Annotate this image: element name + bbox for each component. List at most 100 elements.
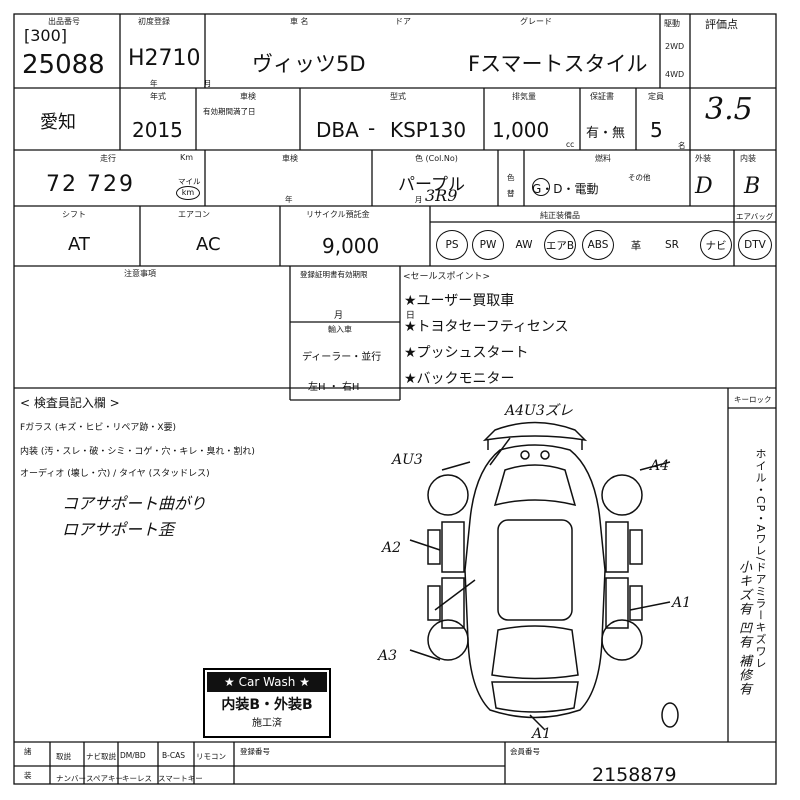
inspection2-unit: 年 月 [285,195,483,204]
caution-label: 注意事項 [124,269,156,278]
model-code: KSP130 [390,118,467,142]
mileage-unit-circled: km [176,186,200,200]
capacity-label: 定員 [648,92,664,101]
sales-label: <セールスポイント> [403,272,491,282]
equip-airbag: エアB [544,230,576,260]
interior-line: 内装 (汚・スレ・破・シミ・コゲ・穴・キレ・臭れ・割れ) [20,447,255,457]
mark-au3: AU3 [392,452,423,468]
drive-4wd: 4WD [665,70,685,79]
recycle-value: 9,000 [322,234,380,258]
car-wash-stamp: ★ Car Wash ★ 内装B・外装B 施工済 [203,668,331,738]
equip-aw: AW [515,239,533,251]
car-name-label: 車 名 [290,17,309,26]
fuel-label: 燃料 [595,154,611,163]
displacement-unit: cc [566,140,575,149]
warranty-label: 保証書 [590,92,614,101]
color-value: パープル [398,175,465,195]
audio-line: オーディオ (壊し・穴) / タイヤ (スタッドレス) [20,469,210,479]
reg-cert-unit: 月 日 [334,311,445,321]
model-prefix: DBA [316,118,359,142]
model-label: 型式 [390,92,406,101]
equip-pw: PW [472,230,504,260]
shift-label: シフト [62,210,86,219]
inspection-label: 車検 [240,92,256,101]
inspection2-label: 車検 [282,154,298,163]
color-change-1: 色 [507,173,515,182]
warranty-value: 有・無 [586,126,626,141]
year-label: 年式 [150,92,166,101]
lot-bracket: [300] [24,26,68,45]
equip-dtv: DTV [738,230,772,260]
grade-value: Fスマートスタイル [468,52,648,76]
drive-label: 駆動 [664,19,680,28]
fuel-other: その他 [628,173,651,182]
remark-1: コアサポート曲がり [62,494,207,513]
drive-2wd: 2WD [665,42,685,51]
mileage-value: 72 729 [46,172,135,197]
fuel-g-circle [532,178,550,196]
shift-value: AT [68,234,90,255]
interior-grade: B [744,174,761,199]
sales-point-1: ★ユーザー買取車 [404,293,515,309]
mileage-unit-label: Km [180,153,194,162]
footer-item-2: スペアキー [86,774,123,783]
displacement-label: 排気量 [512,92,536,101]
member-label: 会員番号 [510,747,540,756]
footer-label-1: 諸 [24,747,32,756]
stamp-line-2: 内装B・外装B [221,697,313,713]
equip-ps: PS [436,230,468,260]
footer-doc-3: DM/BD [120,751,146,760]
first-reg-unit: 年 月 [150,79,234,88]
year-value: 2015 [132,118,183,142]
region: 愛知 [40,112,76,133]
footer-doc-4: B-CAS [162,751,185,760]
color-label: 色 (Col.No) [415,154,458,163]
side-damage-hand: 小キズ有 凹有 補修有 [736,560,751,697]
lot-number: 25088 [22,50,105,80]
recycle-label: リサイクル預託金 [306,210,370,219]
side-damage-text: ホイル・CP・Aワレ/ドアミラーキズワレ [754,448,767,670]
import-dealer: ディーラー・並行 [302,352,382,363]
car-diagram [409,421,679,731]
capacity-value: 5 [650,118,663,142]
displacement-value: 1,000 [492,118,550,142]
mark-a4: A4 [650,458,670,474]
mileage-mile: マイル [178,177,201,186]
car-name: ヴィッツ5D [252,52,366,76]
inspection-sub: 有効期間満了日 [203,107,256,116]
grade-label: グレード [520,17,552,26]
first-reg-label: 初度登録 [138,17,170,26]
equip-navi: ナビ [700,230,732,260]
stamp-line-1: ★ Car Wash ★ [207,672,327,692]
first-reg-value: H2710 [128,46,201,71]
equipment-label: 純正装備品 [540,211,580,220]
equip-abs: ABS [582,230,614,260]
capacity-unit: 名 [678,141,686,150]
ac-label: エアコン [178,210,210,219]
mark-top: A4U3ズレ [505,403,573,419]
footer-doc-2: ナビ取説 [86,752,116,761]
footer-item-4: スマートキー [158,774,203,783]
ac-value: AC [196,234,221,255]
model-dash: - [368,116,376,140]
color-code: 3R9 [425,186,458,205]
mileage-label: 走行 [100,154,116,163]
mark-a1-bottom: A1 [532,726,552,742]
score-label: 評価点 [705,18,738,31]
color-change-2: 替 [507,189,515,198]
sales-point-2: ★トヨタセーフティセンス [404,319,569,335]
mark-a1-right: A1 [672,595,692,611]
import-label: 輸入車 [328,325,352,334]
equip-leather: 革 [630,239,642,252]
sales-point-3: ★プッシュスタート [404,345,529,361]
interior-label: 内装 [740,154,756,163]
mark-a2: A2 [382,540,402,556]
sales-point-4: ★バックモニター [404,371,515,387]
footer-label-2: 装 [24,771,32,780]
exterior-grade: D [695,174,713,199]
import-handle: 左H ・ 右H [308,382,360,393]
inspector-title: < 検査員記入欄 > [20,396,120,410]
glass-line: Fガラス (キズ・ヒビ・リペア跡・X要) [20,423,177,433]
